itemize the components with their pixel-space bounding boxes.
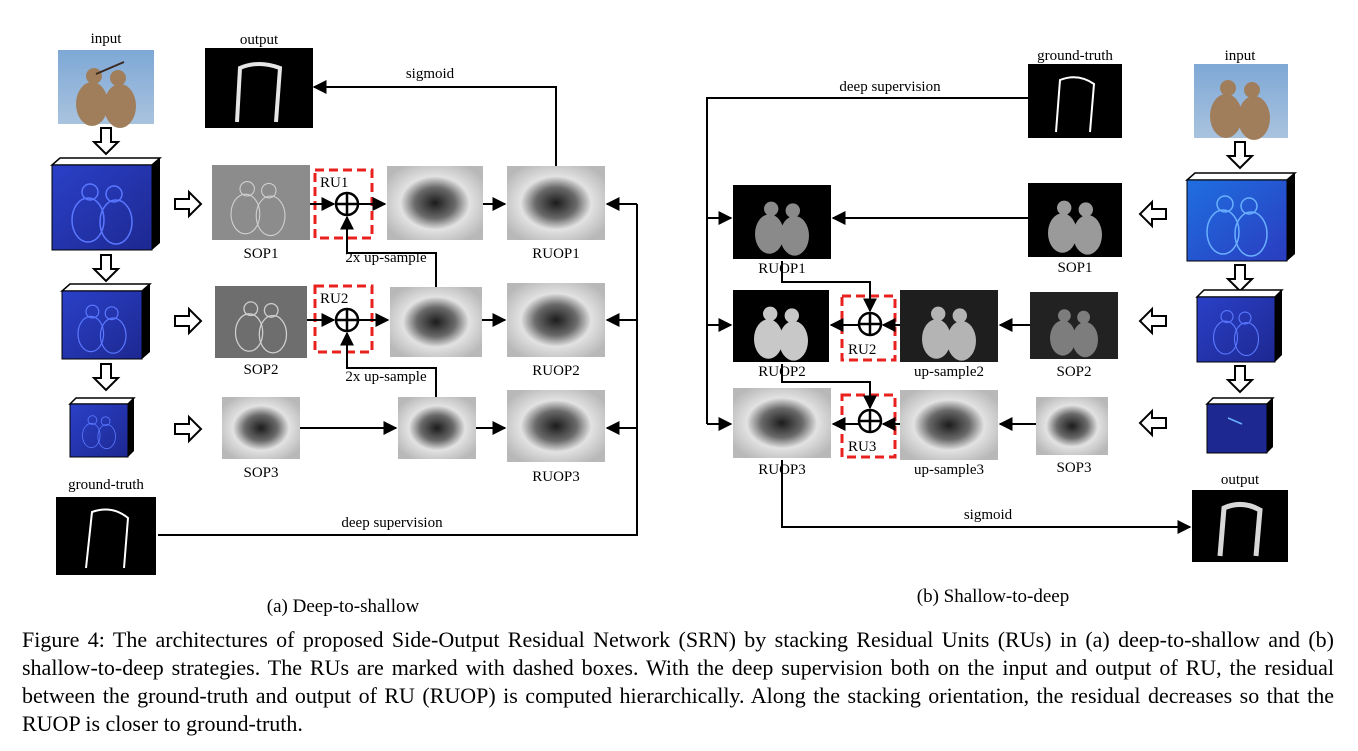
panel-a-sigmoid-label: sigmoid xyxy=(406,66,455,82)
panel-a-sop2-image xyxy=(215,286,307,358)
panel-a-output-image xyxy=(205,48,313,128)
panel-a-ruop2-label: RUOP2 xyxy=(532,363,580,379)
panel-b: input xyxy=(706,48,1297,562)
panel-a-ruop1-label: RUOP1 xyxy=(532,246,580,262)
panel-a-ground-truth-image xyxy=(56,497,156,575)
panel-b-upsample2-image xyxy=(900,290,998,362)
panel-a-down-arrow-1 xyxy=(91,127,121,156)
panel-b-input-label: input xyxy=(1225,48,1257,64)
panel-b-left-arrow-3 xyxy=(1138,408,1167,438)
panel-b-upsample3-label: up-sample3 xyxy=(914,462,984,478)
panel-a-sop3-upsampled-map xyxy=(398,397,476,459)
panel-a-ru1-label: RU1 xyxy=(320,175,348,191)
panel-b-output-label: output xyxy=(1221,472,1260,488)
panel-b-sop3-label: SOP3 xyxy=(1056,460,1091,476)
panel-b-flow-arrows xyxy=(707,211,1192,534)
panel-b-ground-truth-image xyxy=(1028,64,1122,138)
panel-a-sop2-label: SOP2 xyxy=(243,362,278,378)
panel-a-ru2-output-map xyxy=(390,287,482,357)
panel-b-deep-supervision-label: deep supervision xyxy=(839,79,941,95)
panel-b-feature-block-3 xyxy=(1205,397,1275,454)
architecture-figure: input xyxy=(50,31,1297,617)
panel-b-sop1-image xyxy=(1028,183,1122,257)
panel-b-sum-node-2 xyxy=(857,311,883,337)
panel-b-ruop2-image xyxy=(733,290,829,362)
panel-a-input-label: input xyxy=(91,31,123,47)
figure-caption: Figure 4: The architectures of proposed … xyxy=(22,627,1334,736)
panel-a-supervision-line xyxy=(158,204,638,536)
panel-b-down-arrow-1 xyxy=(1225,141,1255,170)
panel-b-left-arrow-1 xyxy=(1138,199,1167,229)
panel-a-sop3-image xyxy=(222,397,300,459)
panel-b-title: (b) Shallow-to-deep xyxy=(917,586,1069,607)
panel-b-ruop1-image xyxy=(733,185,831,259)
panel-a-title: (a) Deep-to-shallow xyxy=(267,596,420,617)
panel-b-output-image xyxy=(1192,490,1288,562)
panel-b-left-arrow-2 xyxy=(1138,306,1167,336)
panel-b-ru3-label: RU3 xyxy=(848,439,876,455)
panel-b-feature-block-1 xyxy=(1185,172,1297,262)
panel-a-feature-block-3 xyxy=(68,397,136,458)
panel-a-sop1-label: SOP1 xyxy=(243,246,278,262)
panel-b-sop2-image xyxy=(1030,292,1118,359)
panel-b-ru2-label: RU2 xyxy=(848,342,876,358)
panel-a-sum-node-1 xyxy=(334,191,360,217)
panel-a-ru2-label: RU2 xyxy=(320,291,348,307)
panel-a-ruop2-image xyxy=(507,283,605,357)
panel-a-sop3-label: SOP3 xyxy=(243,465,278,481)
panel-a-feature-block-2 xyxy=(60,283,152,360)
panel-a-deep-supervision-label: deep supervision xyxy=(341,515,443,531)
panel-b-input-image xyxy=(1194,64,1288,140)
panel-b-sop2-label: SOP2 xyxy=(1056,364,1091,380)
panel-b-ground-truth-label: ground-truth xyxy=(1037,48,1113,64)
panel-b-sum-node-3 xyxy=(857,408,883,434)
panel-b-supervision-line xyxy=(706,97,1028,424)
panel-b-down-arrow-3 xyxy=(1225,365,1255,394)
panel-b-sigmoid-label: sigmoid xyxy=(964,507,1013,523)
panel-a-right-arrow-3 xyxy=(174,414,203,444)
panel-a-right-arrow-1 xyxy=(174,189,203,219)
panel-a: input xyxy=(50,31,638,575)
panel-a-down-arrow-3 xyxy=(91,363,121,392)
panel-b-feature-block-2 xyxy=(1195,289,1284,363)
panel-a-sop1-image xyxy=(212,165,310,240)
panel-a-right-arrow-2 xyxy=(174,306,203,336)
panel-a-ruop3-image xyxy=(507,390,605,462)
panel-a-ru1-output-map xyxy=(387,166,483,240)
panel-b-sop3-image xyxy=(1036,397,1108,455)
panel-a-sum-node-2 xyxy=(334,307,360,333)
panel-a-down-arrow-2 xyxy=(91,254,121,283)
panel-a-upsample1-label: 2x up-sample xyxy=(345,250,427,266)
panel-b-upsample2-label: up-sample2 xyxy=(914,364,984,380)
panel-a-ruop1-image xyxy=(507,166,605,240)
panel-a-flow-arrows xyxy=(300,80,637,435)
panel-a-upsample2-label: 2x up-sample xyxy=(345,369,427,385)
panel-b-upsample3-image xyxy=(900,390,998,460)
panel-a-feature-block-1 xyxy=(50,157,162,251)
panel-b-ruop3-image xyxy=(733,388,831,458)
panel-b-down-arrow-2 xyxy=(1225,264,1255,293)
panel-a-ruop3-label: RUOP3 xyxy=(532,469,580,485)
panel-a-ground-truth-label: ground-truth xyxy=(68,477,144,493)
panel-a-output-label: output xyxy=(240,32,279,48)
panel-b-sop1-label: SOP1 xyxy=(1057,260,1092,276)
panel-a-input-image xyxy=(58,50,154,128)
